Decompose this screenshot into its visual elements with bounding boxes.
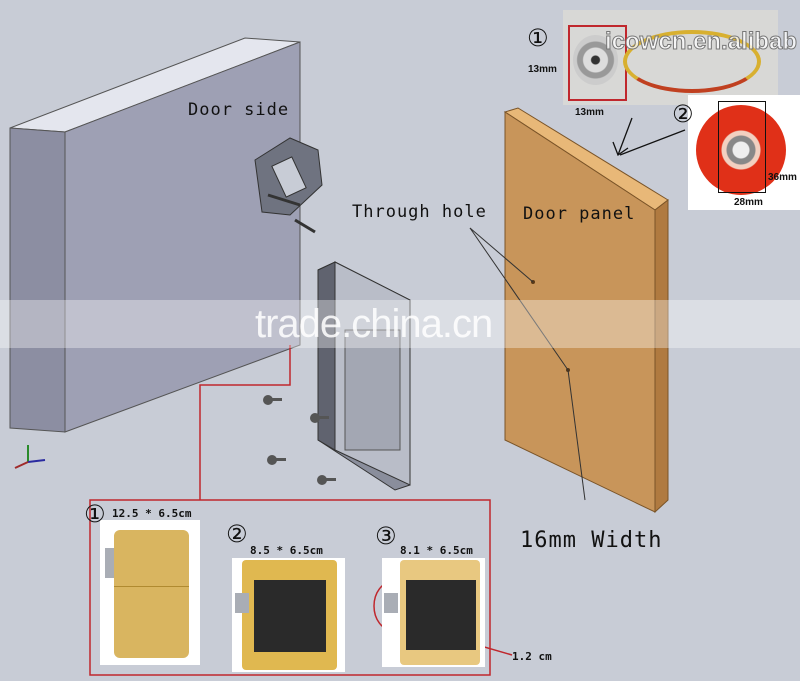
through-hole-label: Through hole	[352, 202, 487, 222]
reader-1-cable	[623, 30, 761, 93]
lock-2-size: 8.5 * 6.5cm	[250, 544, 323, 557]
door-panel-label: Door panel	[523, 204, 636, 224]
reader-2-height: 36mm	[768, 172, 797, 183]
photo-watermark: icowcn.en.alibab	[604, 28, 798, 56]
reader-1-number: ①	[527, 24, 549, 52]
reader-2-number: ②	[672, 100, 694, 128]
lock-3-bolt	[384, 593, 398, 613]
lock-photo-3	[382, 558, 485, 667]
reader-1-image	[573, 35, 618, 85]
watermark-band	[0, 300, 800, 348]
reader-2-image	[696, 105, 786, 195]
lock-2-bolt	[235, 593, 249, 613]
through-hole-leaders	[469, 227, 586, 501]
bolt-gap-label: 1.2 cm	[512, 650, 552, 663]
lock-3-number: ③	[375, 522, 397, 550]
reader-photo-1	[563, 10, 778, 105]
door-panel	[503, 107, 669, 514]
reader-1-height: 13mm	[528, 64, 557, 75]
width-label: 16mm Width	[520, 528, 663, 553]
lock-1-body	[114, 530, 189, 658]
lock-1-seam	[114, 586, 189, 587]
cabinet-side	[9, 37, 301, 433]
reader-arrows	[612, 117, 686, 157]
lock-1-size: 12.5 * 6.5cm	[112, 507, 192, 520]
lock-3-size: 8.1 * 6.5cm	[400, 544, 473, 557]
lock-2-board	[254, 580, 326, 652]
reader-1-width: 13mm	[575, 107, 604, 118]
lock-2-number: ②	[226, 520, 248, 548]
reader-photo-2	[688, 95, 800, 210]
lock-1-number: ①	[84, 500, 106, 528]
lock-photo-1	[100, 520, 200, 665]
axis-triad-icon	[14, 445, 46, 469]
lock-photo-2	[232, 558, 345, 672]
screws	[263, 395, 336, 485]
lock-housing	[317, 261, 411, 491]
reader-bracket	[254, 137, 323, 234]
reader-2-frame	[718, 101, 766, 193]
watermark: trade.china.cn	[255, 302, 493, 346]
reader-2-width: 28mm	[734, 197, 763, 208]
lock-3-board	[406, 580, 476, 650]
door-side-label: Door side	[188, 100, 290, 120]
